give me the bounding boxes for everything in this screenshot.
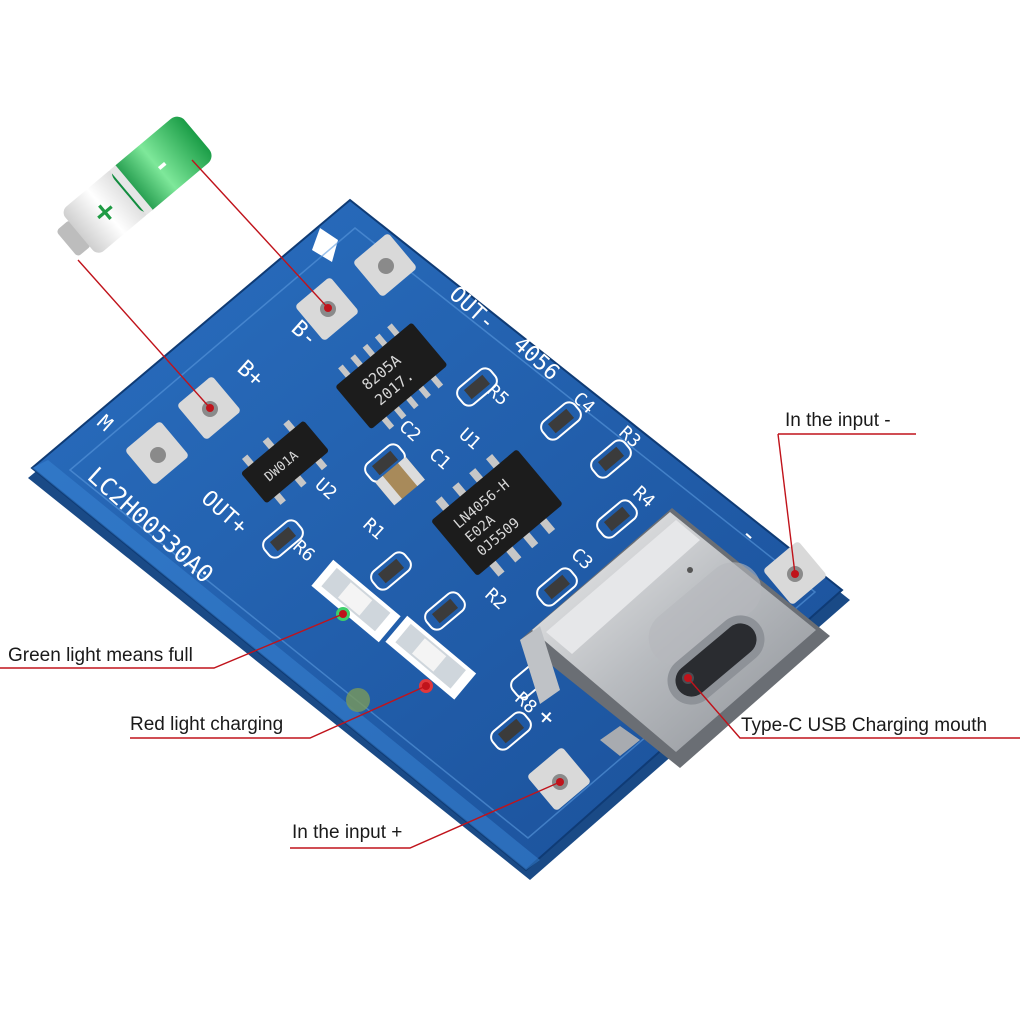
leader-type-c <box>687 677 1020 739</box>
leader-input-plus <box>290 781 561 849</box>
leader-dots <box>206 304 799 786</box>
small-ic: DW01A <box>241 419 329 505</box>
callout-input-minus: In the input - <box>785 410 891 431</box>
leader-battery-plus <box>77 259 211 409</box>
callout-input-plus: In the input + <box>292 822 403 843</box>
callout-red-light: Red light charging <box>130 714 284 735</box>
passive-footprints <box>262 367 638 751</box>
via-mark <box>346 688 370 712</box>
capacitor <box>375 456 425 506</box>
leader-red-light <box>130 685 427 739</box>
leader-input-minus-drop <box>777 433 796 575</box>
pad-out-plus <box>126 422 188 484</box>
type-c-connector <box>520 508 830 768</box>
callout-type-c: Type-C USB Charging mouth <box>741 715 988 736</box>
callout-green-light: Green light means full <box>8 645 193 666</box>
pad-out-minus <box>354 234 416 296</box>
leader-battery-minus <box>191 159 329 309</box>
passive-parts <box>269 374 631 744</box>
battery-icon: + - <box>57 116 212 256</box>
led-green <box>311 559 401 643</box>
leader-lines <box>0 159 1020 849</box>
leader-green-light <box>0 613 344 669</box>
charger-ic: LN4056-H E02A 0J5509 <box>432 450 562 577</box>
